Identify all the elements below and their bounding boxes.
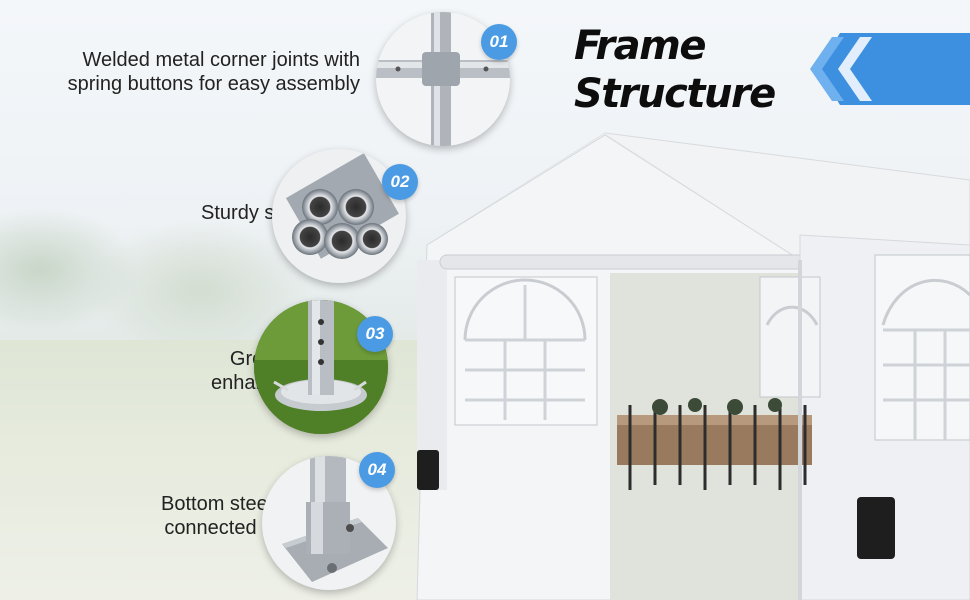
window-middle <box>759 276 821 398</box>
step-badge-03: 03 <box>357 316 393 352</box>
step-badge-01: 01 <box>481 24 517 60</box>
dining-table <box>617 398 812 490</box>
sandbag-weight <box>857 497 895 559</box>
title-line-1: Frame <box>574 23 706 69</box>
feature-1-line-1: Welded metal corner joints with <box>82 49 360 71</box>
party-tent-illustration <box>416 132 970 600</box>
chevron-left-icon <box>810 37 844 101</box>
chevron-left-icon <box>838 37 872 101</box>
page-title: Frame Structure <box>574 22 814 118</box>
pipe-base-icon <box>262 456 396 590</box>
feature-1-line-2: spring buttons for easy assembly <box>67 73 360 95</box>
window-left <box>454 276 598 426</box>
feature-1-description: Welded metal corner joints with spring b… <box>20 48 360 96</box>
step-badge-04: 04 <box>359 452 395 488</box>
chevron-banner <box>810 33 970 105</box>
sandbag-weight <box>417 450 439 490</box>
window-right <box>874 254 970 441</box>
step-badge-02: 02 <box>382 164 418 200</box>
steel-pipes-icon <box>272 149 406 283</box>
corner-joint-icon <box>376 12 510 146</box>
title-line-2: Structure <box>574 71 776 117</box>
